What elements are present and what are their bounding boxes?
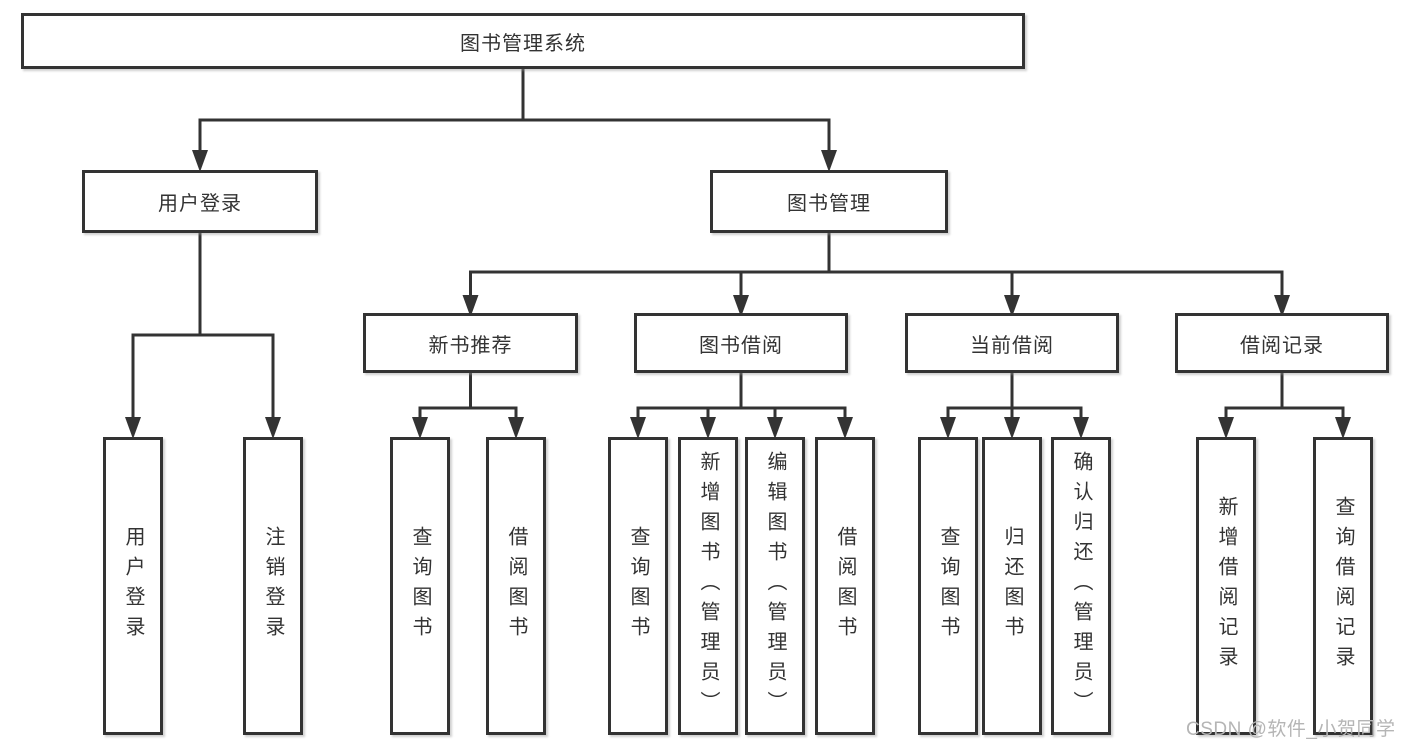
node-borrowing-records: 借阅记录: [1175, 313, 1389, 373]
node-leaf-borrow-books-borrowing: 借阅图书: [815, 437, 875, 735]
node-label: 查询图书: [409, 526, 431, 646]
node-leaf-confirm-return-admin: 确认归还（管理员）: [1051, 437, 1111, 735]
node-label: 查询借阅记录: [1332, 496, 1354, 676]
node-label: 借阅图书: [834, 526, 856, 646]
node-label: 图书管理系统: [460, 32, 586, 55]
node-leaf-query-books-current: 查询图书: [918, 437, 978, 735]
node-leaf-user-login: 用户登录: [103, 437, 163, 735]
node-leaf-edit-books-admin: 编辑图书（管理员）: [745, 437, 805, 735]
node-label: 注销登录: [262, 526, 284, 646]
node-leaf-add-borrow-record: 新增借阅记录: [1196, 437, 1256, 735]
node-label: 图书借阅: [699, 334, 783, 357]
node-label: 查询图书: [937, 526, 959, 646]
node-book-borrowing: 图书借阅: [634, 313, 848, 373]
node-label: 查询图书: [627, 526, 649, 646]
node-leaf-query-books-borrowing: 查询图书: [608, 437, 668, 735]
node-label: 图书管理: [787, 193, 871, 215]
node-user-login: 用户登录: [82, 170, 318, 233]
node-label: 新增图书（管理员）: [697, 451, 719, 721]
node-current-borrowing: 当前借阅: [905, 313, 1119, 373]
node-label: 借阅图书: [505, 526, 527, 646]
node-book-management: 图书管理: [710, 170, 948, 233]
node-label: 用户登录: [122, 526, 144, 646]
node-label: 归还图书: [1001, 526, 1023, 646]
node-label: 当前借阅: [970, 334, 1054, 357]
node-label: 新书推荐: [428, 334, 513, 357]
node-leaf-logout: 注销登录: [243, 437, 303, 735]
node-book-management-system: 图书管理系统: [21, 13, 1025, 69]
node-leaf-borrow-books-recommend: 借阅图书: [486, 437, 546, 735]
node-label: 确认归还（管理员）: [1070, 451, 1092, 721]
node-new-book-recommend: 新书推荐: [363, 313, 578, 373]
node-label: 新增借阅记录: [1215, 496, 1237, 676]
node-leaf-add-books-admin: 新增图书（管理员）: [678, 437, 738, 735]
node-label: 编辑图书（管理员）: [764, 451, 786, 721]
node-label: 借阅记录: [1240, 334, 1324, 357]
node-leaf-query-borrow-record: 查询借阅记录: [1313, 437, 1373, 735]
node-label: 用户登录: [158, 193, 242, 215]
watermark: CSDN @软件_小贺同学: [1186, 719, 1396, 740]
node-leaf-query-books-recommend: 查询图书: [390, 437, 450, 735]
node-leaf-return-books: 归还图书: [982, 437, 1042, 735]
